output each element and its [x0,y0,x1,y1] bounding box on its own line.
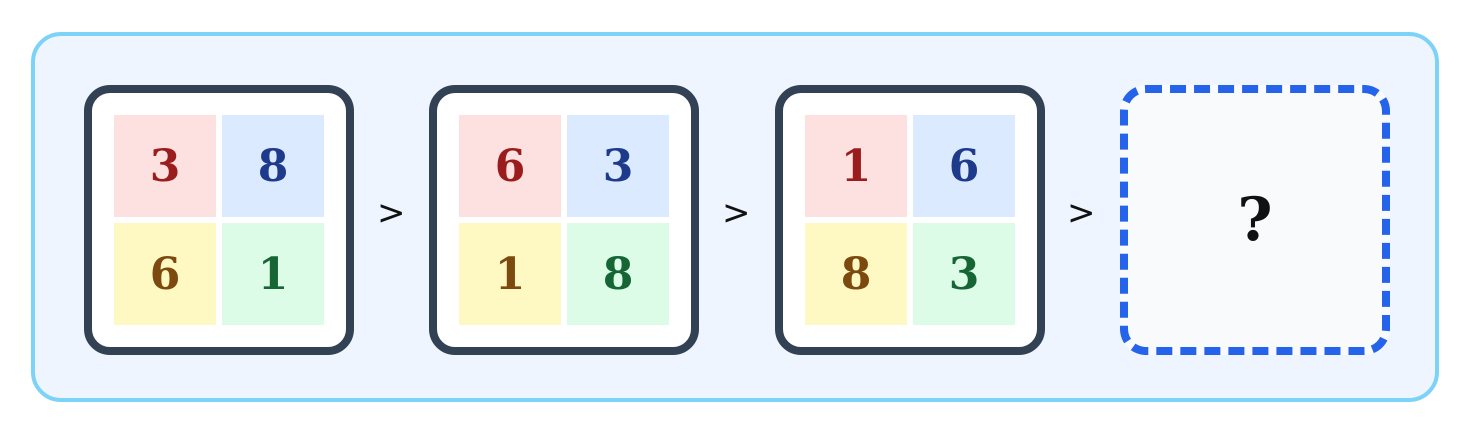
grid-cell-bottom-right: 3 [913,223,1015,325]
grid-cell-top-right: 6 [913,115,1015,217]
grid-cell-top-left: 3 [114,115,216,217]
grid-cell-bottom-left: 8 [805,223,907,325]
grid-cell-top-right: 8 [222,115,324,217]
sequence-arrow-1: > [377,193,406,233]
question-mark: ? [1237,185,1273,255]
grid-cell-bottom-left: 1 [459,223,561,325]
sequence-arrow-2: > [722,193,751,233]
number-grid: 6 3 1 8 [459,115,669,325]
number-grid: 1 6 8 3 [805,115,1015,325]
grid-cell-bottom-left: 6 [114,223,216,325]
grid-cell-top-left: 1 [805,115,907,217]
sequence-card-2: 6 3 1 8 [429,85,699,355]
grid-cell-bottom-right: 8 [567,223,669,325]
sequence-card-3: 1 6 8 3 [775,85,1045,355]
sequence-card-1: 3 8 6 1 [84,85,354,355]
grid-cell-top-left: 6 [459,115,561,217]
answer-slot[interactable]: ? [1120,85,1390,355]
number-grid: 3 8 6 1 [114,115,324,325]
grid-cell-bottom-right: 1 [222,223,324,325]
grid-cell-top-right: 3 [567,115,669,217]
sequence-arrow-3: > [1067,193,1096,233]
